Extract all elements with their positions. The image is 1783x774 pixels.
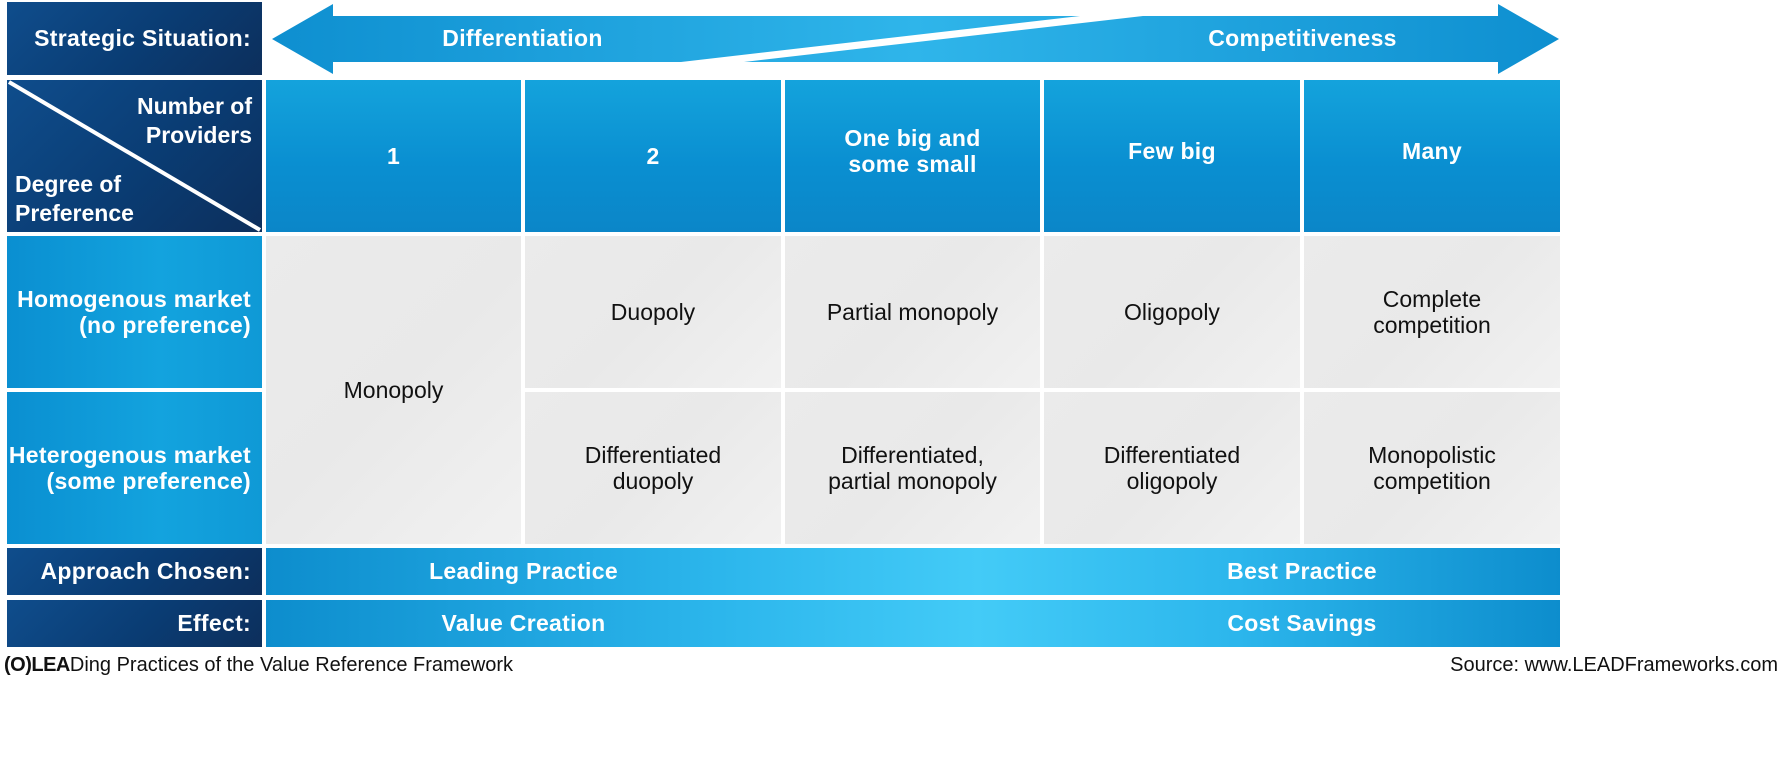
cell-monopoly: Monopoly <box>266 236 521 544</box>
corner-diagonal-line <box>7 80 262 232</box>
column-header-few-big: Few big <box>1044 80 1300 232</box>
column-header-one-big-some-small: One big and some small <box>785 80 1040 232</box>
column-header-1: 1 <box>266 80 521 232</box>
effect-text: Effect: <box>177 610 251 636</box>
column-header-many: Many <box>1304 80 1560 232</box>
cell-differentiated-duopoly: Differentiated duopoly <box>525 392 781 544</box>
strategic-situation-arrow <box>272 4 1559 74</box>
arrow-diagonal-split <box>681 16 1143 62</box>
leading-practice-label: Leading Practice <box>429 558 618 584</box>
best-practice-label: Best Practice <box>1227 558 1377 584</box>
approach-chosen-label: Approach Chosen: <box>7 548 262 595</box>
competitiveness-label: Competitiveness <box>1208 25 1397 51</box>
effect-band: Value Creation Cost Savings <box>266 600 1560 647</box>
cost-savings-label: Cost Savings <box>1227 610 1377 636</box>
approach-chosen-text: Approach Chosen: <box>40 558 251 584</box>
cell-partial-monopoly: Partial monopoly <box>785 236 1040 388</box>
corner-header-cell: Number of Providers Degree of Preference <box>7 80 262 232</box>
cell-differentiated-partial-monopoly: Differentiated, partial monopoly <box>785 392 1040 544</box>
differentiation-label: Differentiation <box>442 25 603 51</box>
approach-band: Leading Practice Best Practice <box>266 548 1560 595</box>
cell-oligopoly: Oligopoly <box>1044 236 1300 388</box>
footer-framework-text: Ding Practices of the Value Reference Fr… <box>69 653 514 676</box>
strategic-situation-label: Strategic Situation: <box>7 2 262 75</box>
degree-of-preference-label: Degree of Preference <box>15 171 134 226</box>
cell-monopolistic-competition: Monopolistic competition <box>1304 392 1560 544</box>
lead-logo: (O)LEA <box>4 653 70 676</box>
strategic-situation-text: Strategic Situation: <box>34 25 251 51</box>
column-header-2: 2 <box>525 80 781 232</box>
cell-duopoly: Duopoly <box>525 236 781 388</box>
row-header-heterogenous: Heterogenous market (some preference) <box>7 392 262 544</box>
cell-complete-competition: Complete competition <box>1304 236 1560 388</box>
number-of-providers-label: Number of Providers <box>137 93 252 148</box>
cell-differentiated-oligopoly: Differentiated oligopoly <box>1044 392 1300 544</box>
value-creation-label: Value Creation <box>441 610 606 636</box>
row-header-homogenous: Homogenous market (no preference) <box>7 236 262 388</box>
effect-label: Effect: <box>7 600 262 647</box>
footer-source: Source: www.LEADFrameworks.com <box>1450 653 1778 676</box>
